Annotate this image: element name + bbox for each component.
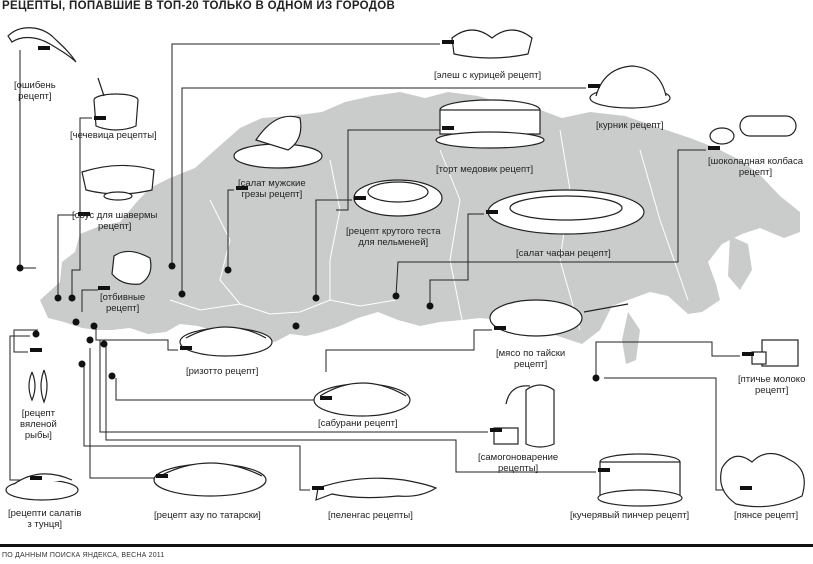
pelmeni-illustration (353, 179, 443, 217)
azu-illustration (153, 462, 267, 497)
sakhalin-island (622, 312, 640, 364)
city-dot (86, 336, 94, 344)
footer-divider (0, 544, 813, 547)
city-markers (16, 262, 600, 382)
city-dot (16, 264, 24, 272)
city-dot (68, 294, 76, 302)
city-dot (168, 262, 176, 270)
honey-cake-illustration (435, 99, 545, 149)
cutlet-illustration (111, 250, 152, 285)
chafan-illustration (487, 189, 645, 235)
city-dot (592, 374, 600, 382)
thai-meat-illustration (489, 299, 629, 337)
label-chafan: [салат чафан рецепт] (516, 248, 611, 259)
food-illustrations (5, 27, 805, 508)
label-pincher: [кучерявый пинчер рецепт] (570, 510, 690, 521)
risotto-illustration (179, 326, 273, 357)
elesh-illustration (451, 29, 533, 59)
russia-silhouette (40, 92, 800, 344)
still-illustration (493, 384, 555, 448)
city-dot (100, 340, 108, 348)
label-pyanse: [пянсе рецепт] (734, 510, 799, 521)
city-dot (90, 322, 98, 330)
label-tabs (30, 40, 754, 490)
city-dot (312, 294, 320, 302)
label-elesh: [элеш с курицей рецепт] (434, 70, 542, 81)
city-dot (108, 372, 116, 380)
page-title: РЕЦЕПТЫ, ПОПАВШИЕ В ТОП-20 ТОЛЬКО В ОДНО… (2, 0, 396, 12)
label-azu: [рецепт азу по татарски] (154, 510, 261, 521)
saburani-illustration (313, 382, 411, 417)
eel-illustration (7, 27, 77, 63)
city-dot (72, 318, 80, 326)
city-dot (392, 292, 400, 300)
pelengas-illustration (315, 477, 438, 501)
shawarma-illustration (81, 164, 155, 201)
chocolate-salami-illustration (709, 115, 797, 145)
kamchatka (728, 236, 752, 290)
label-saburani: [сабурани рецепт] (318, 418, 398, 429)
pincher-cake-illustration (597, 453, 683, 507)
kurnik-illustration (589, 65, 671, 109)
bird-milk-illustration (751, 339, 799, 367)
city-dot (292, 322, 300, 330)
ham-salad-illustration (233, 115, 323, 169)
dried-fish-illustration (28, 369, 48, 404)
city-dot (78, 360, 86, 368)
city-dot (426, 302, 434, 310)
city-dot (54, 294, 62, 302)
region-borders (169, 129, 689, 331)
label-tort: [торт медовик рецепт] (436, 164, 534, 175)
label-kurnik: [курник рецепт] (596, 120, 664, 131)
label-chechevitsa: [чечевица рецепты] (70, 130, 157, 141)
pyanse-illustration (720, 452, 805, 508)
city-dot (178, 290, 186, 298)
label-rizotto: [ризотто рецепт] (186, 366, 259, 377)
city-dot (224, 266, 232, 274)
label-pelengas: [пеленгас рецепты] (328, 510, 413, 521)
source-note: ПО ДАННЫМ ПОИСКА ЯНДЕКСА, ВЕСНА 2011 (2, 552, 165, 559)
pot-illustration (93, 77, 139, 131)
city-dot (32, 330, 40, 338)
